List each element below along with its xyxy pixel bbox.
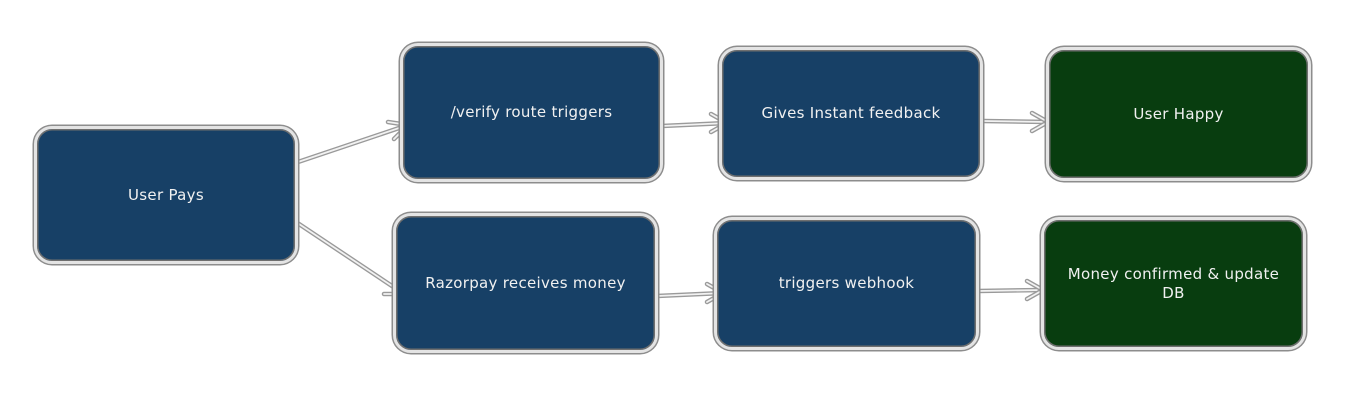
- node-label: /verify route triggers: [450, 103, 613, 121]
- node-money-confirmed: Money confirmed & update DB: [1041, 217, 1306, 350]
- node-label: Money confirmed & update DB: [1067, 264, 1280, 302]
- edge-webhook-to-confirmed: [975, 278, 1046, 302]
- node-verify-route: /verify route triggers: [400, 43, 663, 182]
- node-label: Razorpay receives money: [425, 273, 626, 292]
- node-label: User Happy: [1133, 104, 1224, 123]
- edge-user-pays-to-verify-route: [295, 119, 411, 165]
- node-label: triggers webhook: [778, 274, 915, 292]
- node-triggers-webhook: triggers webhook: [714, 217, 979, 350]
- node-user-pays: User Pays: [34, 126, 298, 264]
- node-label: User Pays: [128, 185, 204, 204]
- node-razorpay-receives: Razorpay receives money: [393, 213, 658, 353]
- node-instant-feedback: Gives Instant feedback: [719, 47, 983, 180]
- node-user-happy: User Happy: [1046, 47, 1311, 181]
- node-label: Gives Instant feedback: [761, 104, 941, 122]
- edge-feedback-to-happy: [980, 110, 1051, 134]
- edge-user-pays-to-razorpay: [293, 219, 407, 297]
- edge-verify-to-feedback: [659, 111, 730, 135]
